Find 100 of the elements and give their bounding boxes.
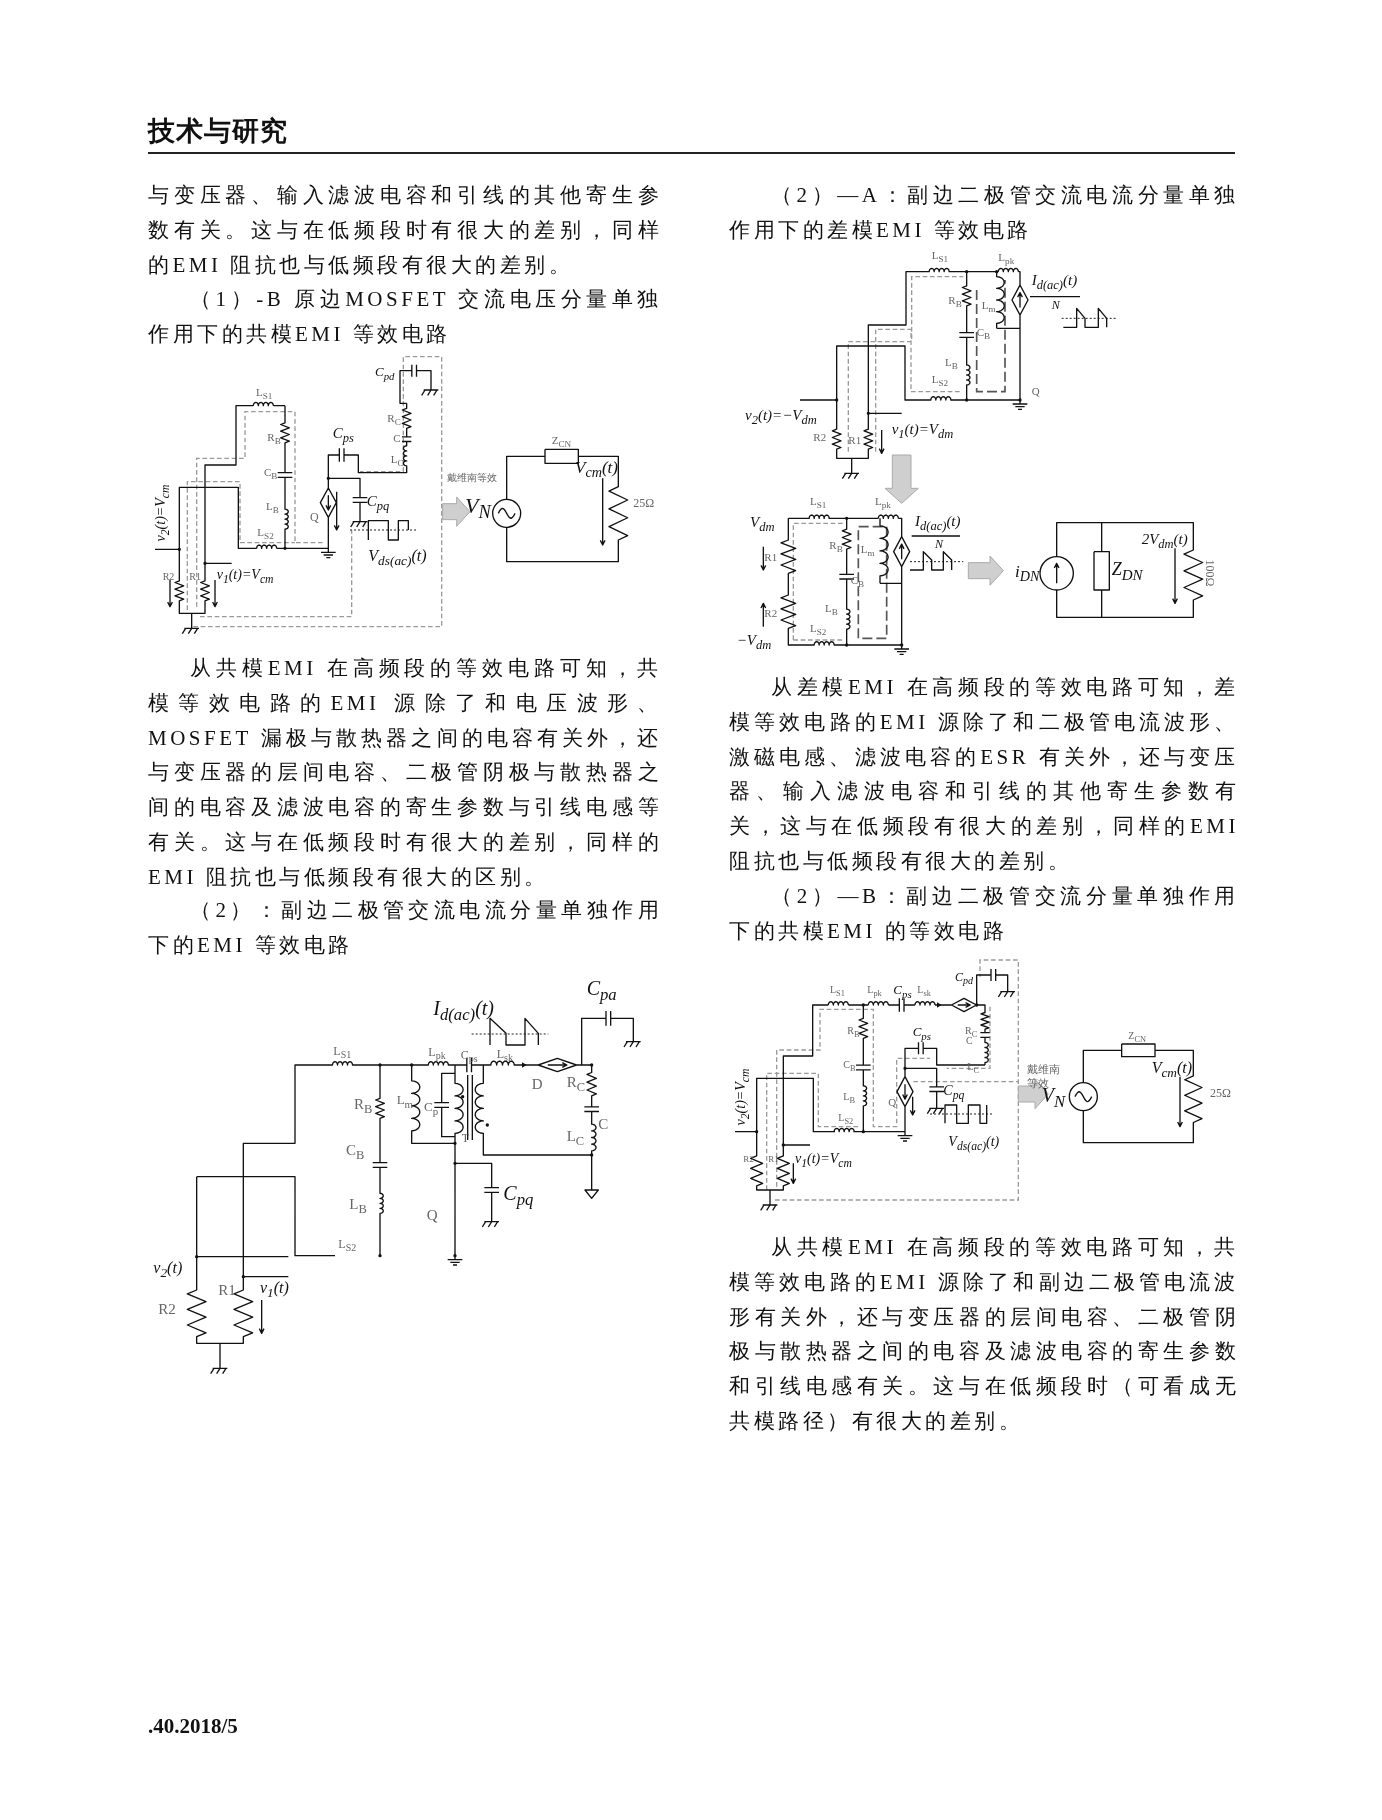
circuit-label: R$_{B}$ [267, 431, 281, 446]
circuit-label: R1 [218, 1283, 236, 1299]
circuit-label: −V$_{dm}$ [736, 633, 772, 652]
circuit-label: Q [310, 510, 319, 523]
circuit-label: N [1051, 299, 1060, 312]
circuit-label: C [393, 433, 401, 445]
circuit-label: L$_{pk}$ [428, 1046, 446, 1062]
circuit-label: R2 [162, 571, 175, 582]
circuit-label: 2V$_{dm}$(t) [1141, 531, 1188, 551]
circuit-label: R1 [768, 1155, 779, 1164]
circuit-label: L$_{S1}$ [931, 250, 949, 265]
circuit-label: C [598, 1116, 609, 1132]
circuit-label: v$_{1}$(t) [260, 1280, 289, 1300]
circuit-label: R$_{B}$ [829, 540, 843, 555]
circuit-label: L$_{S2}$ [931, 374, 949, 389]
circuit-label: C$_{B}$ [850, 575, 865, 590]
circuit-label: L$_{C}$ [390, 454, 404, 469]
circuit-label: V$_{cm}$(t) [1151, 1060, 1193, 1080]
body-paragraph: 从差模EMI 在高频段的等效电路可知，差模等效电路的EMI 源除了和二极管电流波形、激磁电感、滤波电容的ESR 有关外，还与变压器、输入滤波电容和引线的其他寄生参数有关，这与在低频段有很大的差别，同样的EMI 阻抗也与低频段有很大的差别。 [729, 674, 1239, 875]
circuit-label: R2 [158, 1301, 176, 1317]
circuit-label: 25Ω [1210, 1087, 1231, 1100]
circuit-label: I$_{d(ac)}$(t) [1031, 273, 1078, 292]
circuit-label: C$_{pq}$ [503, 1183, 534, 1209]
circuit-label: C$_{pq}$ [366, 494, 390, 513]
circuit-label: R1 [848, 435, 862, 446]
circuit-label: V$_{ds(ac)}$(t) [948, 1135, 1000, 1153]
circuit-label: I$_{d(ac)}$(t) [433, 998, 495, 1024]
circuit-label: R$_{B}$ [948, 295, 962, 310]
circuit-label: Z$_{DN}$ [1111, 560, 1143, 583]
circuit-label: C$_{B}$ [976, 327, 991, 342]
circuit-label: 戴维南等效 [446, 472, 497, 483]
subsection-heading: （2）：副边二极管交流电流分量单独作用下的EMI 等效电路 [148, 897, 662, 959]
circuit-label: R$_{C}$ [387, 412, 401, 427]
circuit-label: L$_{pk}$ [867, 985, 882, 999]
circuit-label: L$_{B}$ [843, 1091, 855, 1105]
circuit-label: R2 [764, 608, 778, 620]
circuit-label: N [935, 538, 943, 551]
circuit-label: L$_{S1}$ [830, 985, 845, 999]
circuit-label: C$_{ps}$ [912, 1025, 931, 1042]
circuit-label: L$_{m}$ [860, 544, 875, 559]
circuit-label: Z$_{CN}$ [551, 435, 572, 450]
circuit-label: L$_{B}$ [266, 500, 279, 515]
section-title: 技术与研究 [148, 117, 288, 144]
circuit-label: L$_{B}$ [825, 603, 838, 618]
circuit-label: C$_{pa}$ [586, 978, 617, 1004]
circuit-label: V$_{N}$ [465, 495, 491, 522]
circuit-label: C$_{pq}$ [943, 1084, 965, 1102]
circuit-label: L$_{sk}$ [917, 985, 931, 999]
subsection-heading: （2）—B：副边二极管交流分量单独作用下的共模EMI 的等效电路 [729, 883, 1239, 945]
circuit-label: L$_{S2}$ [257, 526, 274, 541]
circuit-label: L$_{m}$ [981, 300, 996, 315]
circuit-label: L$_{C}$ [566, 1129, 585, 1148]
circuit-label: R$_{B}$ [847, 1026, 860, 1040]
circuit-label: L$_{S1}$ [333, 1045, 352, 1061]
circuit-label: L$_{S2}$ [338, 1238, 357, 1254]
circuit-label: v$_{1}$(t)=V$_{dm}$ [891, 421, 954, 441]
circuit-label: R1 [189, 571, 201, 582]
circuit-label: C$_{B}$ [264, 467, 278, 482]
circuit-label: i$_{DN}$ [1015, 563, 1040, 584]
circuit-label: 25Ω [633, 497, 655, 510]
circuit-label: 100Ω [1204, 559, 1216, 587]
circuit-label: v$_{1}$(t)=V$_{cm}$ [216, 568, 274, 586]
circuit-label: C [966, 1036, 973, 1046]
circuit-label: C$_{pd}$ [375, 365, 395, 382]
subsection-heading: （2）—A：副边二极管交流电流分量单独作用下的差模EMI 等效电路 [729, 182, 1239, 244]
circuit-label: Q [426, 1208, 438, 1224]
circuit-label: L$_{B}$ [945, 357, 958, 372]
body-paragraph: 与变压器、输入滤波电容和引线的其他寄生参数有关。这与在低频段时有很大的差别，同样的EMI 阻抗也与低频段有很大的差别。 [148, 182, 662, 279]
circuit-label: C$_{pd}$ [955, 970, 973, 987]
circuit-label: R2 [743, 1155, 754, 1164]
circuit-label: R2 [813, 431, 827, 443]
circuit-label: V$_{dm}$ [750, 515, 775, 534]
circuit-label: C$_{ps}$ [893, 983, 912, 1000]
circuit-label: L$_{B}$ [349, 1196, 367, 1216]
circuit-label: C$_{B}$ [843, 1060, 856, 1074]
body-paragraph: 从共模EMI 在高频段的等效电路可知，共模等效电路的EMI 源除了和副边二极管电流波形有关外，还与变压器的层间电容、二极管阴极与散热器之间的电容及滤波电容的寄生参数和引线电感有关。这与在低频段时（可看成无共模路径）有很大的差别。 [729, 1234, 1239, 1435]
circuit-label: R$_{C}$ [566, 1075, 585, 1094]
circuit-label: v$_{2}$(t) [153, 1260, 183, 1280]
circuit-label: L$_{pk}$ [998, 251, 1015, 266]
circuit-label: R1 [764, 551, 778, 563]
circuit-label: L$_{S2}$ [810, 623, 827, 638]
circuit-label: I$_{d(ac)}$(t) [915, 514, 961, 533]
circuit-label: L$_{pk}$ [875, 496, 891, 511]
circuit-label: V$_{ds(ac)}$(t) [368, 548, 427, 568]
circuit-label: D [531, 1076, 543, 1092]
circuit-label: R$_{B}$ [354, 1096, 373, 1116]
circuit-label: L$_{sk}$ [496, 1048, 513, 1064]
circuit-label: Z$_{CN}$ [1128, 1030, 1146, 1044]
circuit-label: Q [1031, 386, 1040, 397]
circuit-label: L$_{S1}$ [810, 496, 827, 511]
circuit-label: Q [888, 1096, 897, 1108]
circuit-label: L$_{S2}$ [838, 1113, 854, 1127]
circuit-label: C$_{B}$ [346, 1143, 365, 1162]
body-paragraph: 从共模EMI 在高频段的等效电路可知，共模等效电路的EMI 源除了和电压波形、MOSFET 漏极与散热器之间的电容有关外，还与变压器的层间电容、二极管阴极与散热器之间的电容及滤波电容的寄生参数与引线电感等有关。这与在低频段时有很大的差别，同样的EMI 阻抗也与低频段有很大的区别。 [148, 655, 662, 891]
circuit-label: v$_{1}$(t)=V$_{cm}$ [795, 1151, 852, 1170]
subsection-heading: （1）-B 原边MOSFET 交流电压分量单独作用下的共模EMI 等效电路 [148, 286, 662, 348]
circuit-label: C$_{ps}$ [460, 1049, 478, 1065]
circuit-label: C$_{p}$ [424, 1100, 439, 1117]
page-number: .40.2018/5 [148, 1716, 238, 1737]
circuit-label: T [461, 1131, 469, 1144]
